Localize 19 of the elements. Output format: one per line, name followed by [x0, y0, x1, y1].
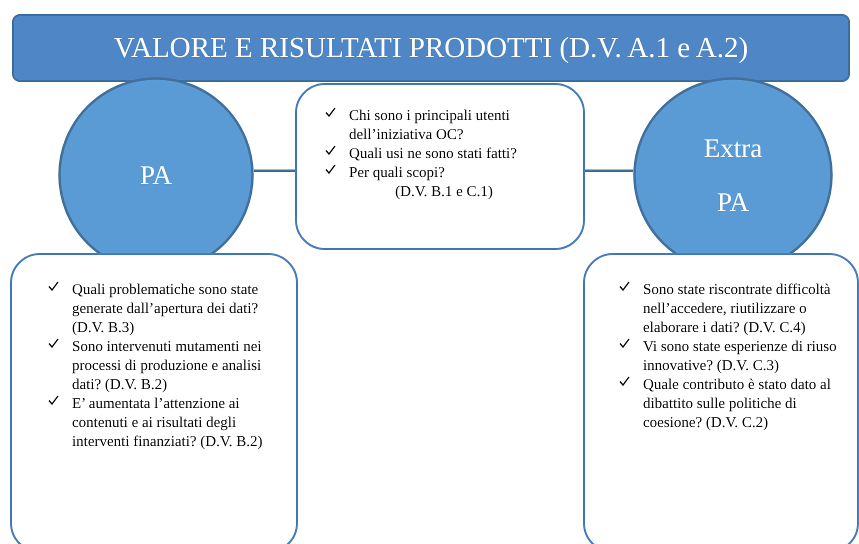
title-text: VALORE E RISULTATI PRODOTTI (D.V. A.1 e A.2): [114, 32, 748, 64]
question-text: Sono state riscontrate difficoltà nell’accedere, riutilizzare o elaborare i dati? (D.V. C.4): [643, 282, 831, 336]
question-text: E’ aumentata l’attenzione ai contenuti e ai risultati degli interventi finanziati? (D.V. B.2): [72, 396, 263, 450]
reference-text: (D.V. B.1 e C.1): [395, 184, 493, 200]
question-text: Quali usi ne sono stati fatti?: [349, 146, 517, 162]
circle-label: Extra PA: [702, 132, 764, 219]
title-banner: [12, 14, 850, 82]
circle-label: PA: [140, 159, 172, 192]
connector-line: [254, 170, 295, 172]
question-text: Quali problematiche sono state generate dall’apertura dei dati? (D.V. B.3): [72, 282, 258, 336]
question-text: Vi sono state esperienze di riuso innovative? (D.V. C.3): [643, 339, 837, 374]
question-text: Sono intervenuti mutamenti nei processi di produzione e analisi dati? (D.V. B.2): [72, 339, 262, 393]
question-card: [295, 83, 585, 250]
question-text: Quale contributo è stato dato al dibattito sulle politiche di coesione? (D.V. C.2): [643, 377, 831, 431]
question-text: Chi sono i principali utenti dell’iniziativa OC?: [349, 108, 510, 143]
connector-line: [585, 170, 634, 172]
question-card: [10, 253, 298, 544]
question-text: Per quali scopi?: [349, 165, 445, 181]
question-card: [583, 253, 859, 544]
